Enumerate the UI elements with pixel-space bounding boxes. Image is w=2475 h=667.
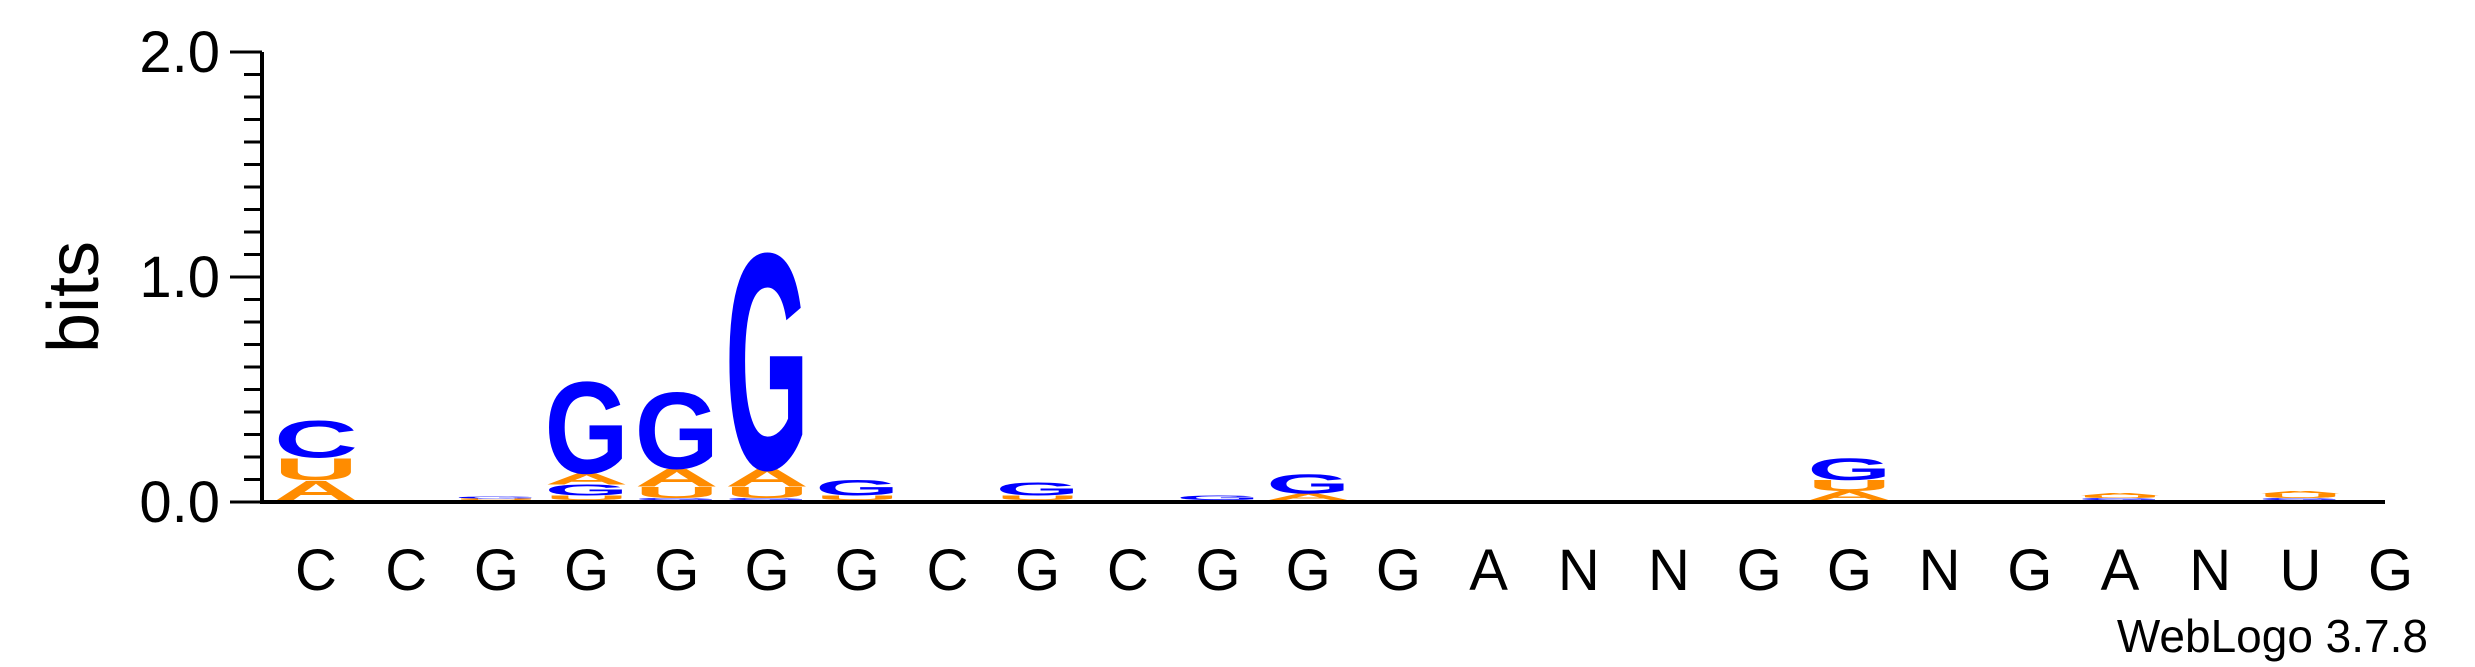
y-tick-label: 0.0 [139, 470, 220, 535]
position-label: G [1286, 538, 1331, 603]
position-label: C [1107, 538, 1149, 603]
position-label: G [1737, 538, 1782, 603]
logo-letter-U: U [635, 484, 719, 502]
logo-letter-U: U [454, 498, 538, 500]
logo-letter-A: A [1266, 492, 1350, 502]
y-tick-label: 1.0 [139, 245, 220, 310]
logo-letter-A: A [545, 470, 629, 488]
logo-letter-G: G [725, 189, 809, 535]
logo-letter-G: G [2258, 497, 2342, 500]
position-label: G [835, 538, 880, 603]
logo-letter-A: A [725, 464, 809, 492]
position-label: N [1558, 538, 1600, 603]
logo-letter-U: U [545, 494, 629, 501]
position-label: C [926, 538, 968, 603]
position-label: G [564, 538, 609, 603]
position-label: G [744, 538, 789, 603]
logo-letter-G: G [635, 497, 719, 500]
position-label: G [1827, 538, 1872, 603]
position-label: G [1015, 538, 1060, 603]
logo-letter-U: U [2078, 495, 2162, 498]
logo-letter-A: A [635, 464, 719, 492]
logo-letter-G: G [545, 482, 629, 499]
position-label: N [1648, 538, 1690, 603]
logo-letter-G: G [1266, 468, 1350, 499]
logo-letter-G: G [1807, 451, 1891, 486]
position-label: U [2279, 538, 2321, 603]
y-axis-ticks: 0.0 1.0 2.0 [139, 20, 262, 535]
logo-letter-U: U [274, 452, 358, 487]
position-label: G [654, 538, 699, 603]
logo-letter-G: G [815, 476, 899, 501]
position-label: N [2189, 538, 2231, 603]
y-tick-label: 2.0 [139, 20, 220, 85]
y-axis-label: bits [34, 241, 114, 353]
position-label: A [2101, 538, 2140, 603]
position-label: G [1195, 538, 1240, 603]
position-label: G [474, 538, 519, 603]
logo-letter-U: U [815, 494, 899, 501]
logo-letter-G: G [725, 497, 809, 500]
position-label: A [1469, 538, 1508, 603]
position-label: G [2007, 538, 2052, 603]
position-label: G [2368, 538, 2413, 603]
logo-letter-U: U [996, 494, 1080, 501]
position-label: G [1376, 538, 1421, 603]
logo-letter-A: A [1807, 489, 1891, 503]
logo-letter-A: A [2258, 490, 2342, 493]
logo-letter-C: C [274, 410, 358, 469]
logo-letter-G: G [635, 371, 719, 493]
weblogo-credit: WebLogo 3.7.8 [2117, 610, 2428, 662]
position-label: N [1919, 538, 1961, 603]
logo-letter-G: G [545, 355, 629, 501]
logo-letter-G: G [454, 496, 538, 499]
logo-letter-U: U [725, 484, 809, 502]
position-label: C [295, 538, 337, 603]
logo-letter-G: G [996, 479, 1080, 500]
logo-letter-G: G [2078, 497, 2162, 500]
logo-letter-U: U [1807, 477, 1891, 495]
logo-letter-U: U [2258, 492, 2342, 499]
position-label: C [385, 538, 427, 603]
logo-letter-A: A [2078, 493, 2162, 496]
logo-letter-G: G [1176, 494, 1260, 501]
